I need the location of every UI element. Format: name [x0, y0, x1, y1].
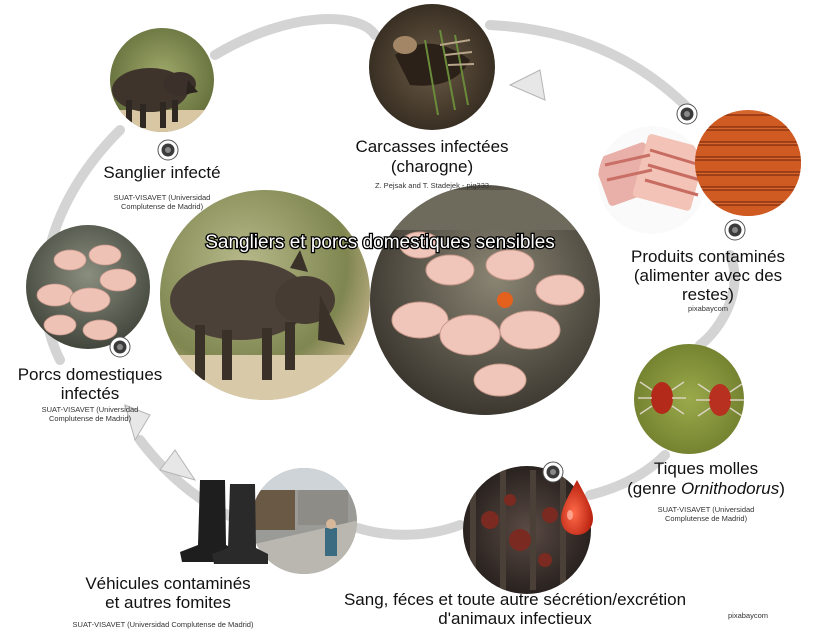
vehicles-label-1: Véhicules contaminés — [85, 574, 250, 593]
center-domestic-pigs-sphere — [370, 185, 600, 415]
secretions-label-2: d'animaux infectieux — [438, 609, 592, 628]
carcass-credit: Z. Pejsak and T. Stadejek - pig333 — [375, 181, 489, 190]
secretions-label-1: Sang, féces et toute autre sécrétion/exc… — [344, 590, 686, 609]
products-credit: pixabaycom — [688, 304, 728, 313]
domestic-credit-2: Complutense de Madrid) — [49, 414, 132, 423]
arrow-head-to-vehicles — [124, 404, 151, 442]
ticks-photo — [634, 344, 744, 454]
center-title: Sangliers et porcs domestiques sensibles — [205, 232, 555, 253]
carcass-label-2: (charogne) — [391, 157, 473, 176]
virus-icon — [542, 461, 564, 483]
virus-icon — [109, 336, 131, 358]
secretions-credit: pixabaycom — [728, 611, 768, 620]
vehicles-credit: SUAT-VISAVET (Universidad Complutense de… — [73, 620, 254, 629]
virus-icon — [157, 139, 179, 161]
ticks-label-1: Tiques molles — [654, 459, 758, 478]
tick-icon — [638, 381, 686, 415]
domestic-pigs-photo — [26, 225, 150, 349]
virus-icon — [676, 103, 698, 125]
wild-boar-photo — [110, 28, 214, 132]
ticks-credit-2: Complutense de Madrid) — [665, 514, 748, 523]
wild-boar-credit-2: Complutense de Madrid) — [121, 202, 204, 211]
tick-icon — [696, 383, 744, 417]
carcass-photo — [369, 4, 495, 130]
arrow-head-to-center — [159, 449, 197, 481]
arrow-head-to-carcass — [508, 69, 546, 101]
carcass-label-1: Carcasses infectées — [355, 137, 508, 156]
center-wild-boar-sphere — [160, 190, 370, 400]
products-label-2: (alimenter avec des — [634, 266, 782, 285]
sausages-photo — [695, 110, 801, 216]
boot-icon — [180, 480, 268, 564]
domestic-label-2: infectés — [61, 384, 120, 403]
ticks-label-2: (genre Ornithodorus) — [627, 479, 785, 498]
domestic-credit-1: SUAT-VISAVET (Universidad — [42, 405, 139, 414]
virus-icon — [724, 219, 746, 241]
arrow-heads — [124, 69, 546, 481]
secretions-photo — [463, 466, 591, 594]
vehicles-label-2: et autres fomites — [105, 593, 231, 612]
domestic-label-1: Porcs domestiques — [18, 365, 163, 384]
blood-drop-icon — [561, 480, 593, 535]
bacon-photo — [598, 126, 706, 234]
products-label-3: restes) — [682, 285, 734, 304]
wild-boar-credit-1: SUAT-VISAVET (Universidad — [114, 193, 211, 202]
wild-boar-label: Sanglier infecté — [103, 163, 220, 182]
ticks-credit-1: SUAT-VISAVET (Universidad — [658, 505, 755, 514]
products-label-1: Produits contaminés — [631, 247, 785, 266]
vehicles-photo — [251, 468, 357, 574]
